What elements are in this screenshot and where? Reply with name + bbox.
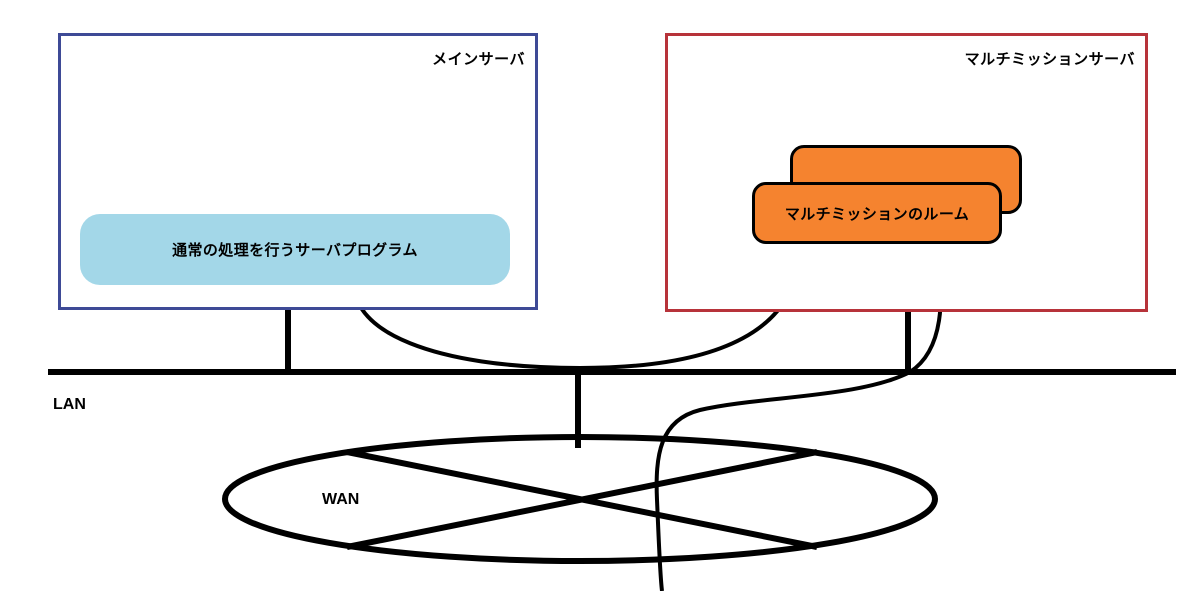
main-server-box-label: メインサーバ: [432, 51, 525, 68]
normal-processing-program-label: 通常の処理を行うサーバプログラム: [172, 242, 418, 259]
wan-ellipse: [222, 434, 938, 564]
wan-cross-line-2: [346, 449, 818, 550]
normal-processing-program-node: 通常の処理を行うサーバプログラム: [80, 214, 510, 285]
wan-label: WAN: [322, 491, 360, 508]
multimission-room-label: マルチミッションのルーム: [784, 205, 970, 223]
multimission-room-node-front: マルチミッションのルーム: [752, 182, 1002, 244]
multimission-server-box-label: マルチミッションサーバ: [964, 51, 1135, 68]
lan-label: LAN: [53, 396, 86, 413]
room-to-wan-curve: [654, 242, 944, 591]
